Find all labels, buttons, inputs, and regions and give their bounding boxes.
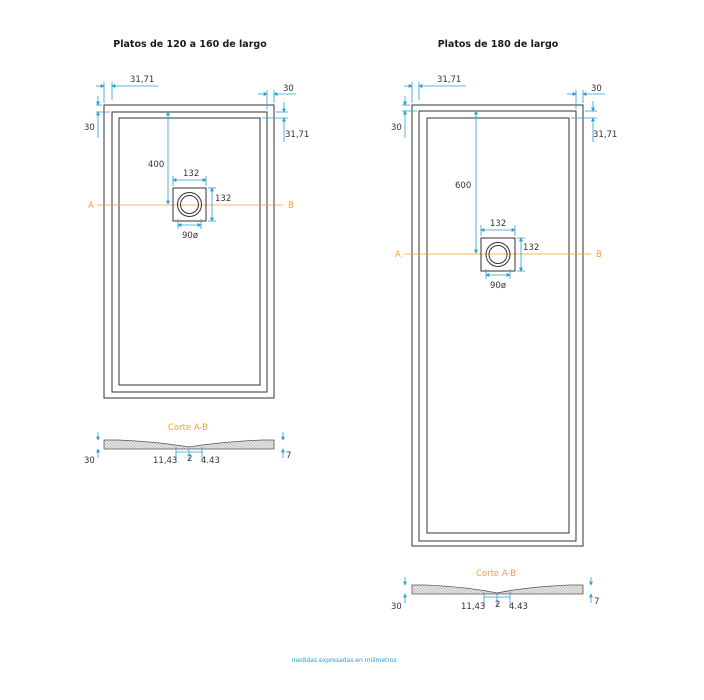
left-plan-title: Platos de 120 a 160 de largo: [113, 39, 267, 50]
left-dim-drain-diameter: 90ø: [182, 231, 198, 241]
left-drain-grate: [172, 187, 207, 222]
left-section-dim-b: 2: [187, 454, 192, 464]
right-section-height-left: 30: [391, 602, 402, 612]
right-dim-side-right: 31,71: [593, 130, 617, 140]
right-dim-drain-offset: 600: [455, 181, 471, 191]
left-dim-top-left: 31,71: [130, 75, 154, 85]
left-tray-inner-frame: [118, 117, 261, 386]
right-section-profile: [411, 584, 584, 595]
right-dim-drain-width: 132: [490, 219, 506, 229]
left-label-a: A: [88, 201, 94, 211]
left-dim-side-right: 31,71: [285, 130, 309, 140]
right-label-a: A: [395, 250, 401, 260]
left-dim-drain-width: 132: [183, 169, 199, 179]
left-drain-outer-ring: [177, 192, 202, 217]
left-section-dim-c: 4.43: [201, 456, 220, 466]
right-tray-outer-frame: [411, 104, 584, 547]
right-drain-grate: [480, 237, 516, 272]
right-section-dim-b: 2: [495, 600, 500, 610]
right-section: Corte A-B 30 11,43 2 4.43 7: [391, 569, 599, 612]
right-dim-side-left: 30: [391, 123, 402, 133]
left-section-height-left: 30: [84, 456, 95, 466]
left-dim-drain-height: 132: [215, 194, 231, 204]
left-section-caption: Corte A-B: [168, 423, 208, 433]
right-dim-drain-height: 132: [523, 243, 539, 253]
right-dim-drain-diameter: 90ø: [490, 281, 506, 291]
left-section-height-right: 7: [286, 451, 291, 461]
right-section-dim-a: 11,43: [461, 602, 485, 612]
left-dim-side-left: 30: [84, 123, 95, 133]
right-dim-top-left: 31,71: [437, 75, 461, 85]
left-dim-drain-offset: 400: [148, 160, 164, 170]
left-dim-top-right: 30: [283, 84, 294, 94]
left-section-profile: [103, 439, 275, 450]
right-drain-outer-ring: [485, 242, 511, 267]
right-tray-border: [418, 110, 577, 542]
right-dim-top-right: 30: [591, 84, 602, 94]
right-label-b: B: [596, 250, 602, 260]
left-label-b: B: [288, 201, 294, 211]
right-tray-inner-frame: [426, 117, 570, 534]
left-section: Corte A-B 30 11,43 2 4.43 7: [84, 423, 291, 466]
right-section-dim-c: 4.43: [509, 602, 528, 612]
right-plan: Platos de 180 de largo 31,71 30 30 31,71…: [391, 39, 617, 547]
right-section-caption: Corte A-B: [476, 569, 516, 579]
footer-note: medidas expresadas en milímetros: [291, 657, 396, 664]
left-tray-outer-frame: [103, 104, 275, 399]
right-drain-inner-ring: [488, 245, 508, 264]
left-plan: Platos de 120 a 160 de largo 31,71 30 30…: [84, 39, 309, 399]
left-drain-inner-ring: [180, 195, 199, 214]
right-plan-title: Platos de 180 de largo: [438, 39, 559, 50]
left-section-dim-a: 11,43: [153, 456, 177, 466]
right-section-height-right: 7: [594, 597, 599, 607]
left-tray-border: [111, 111, 268, 393]
